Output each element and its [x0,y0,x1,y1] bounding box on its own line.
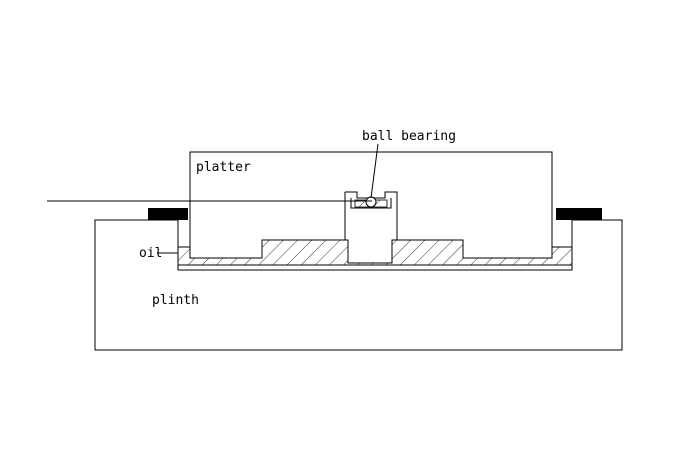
spindle-inner-cup [350,198,392,209]
label-plinth: plinth [152,293,199,308]
label-ball-bearing: ball bearing [362,129,456,144]
spindle-housing [345,191,398,240]
right-support-block [556,208,602,220]
ball-bearing [365,196,377,208]
label-platter: platter [196,160,251,175]
label-oil: oil [139,246,162,261]
ball-bearing-leader [370,143,379,199]
left-support-block [148,208,188,220]
